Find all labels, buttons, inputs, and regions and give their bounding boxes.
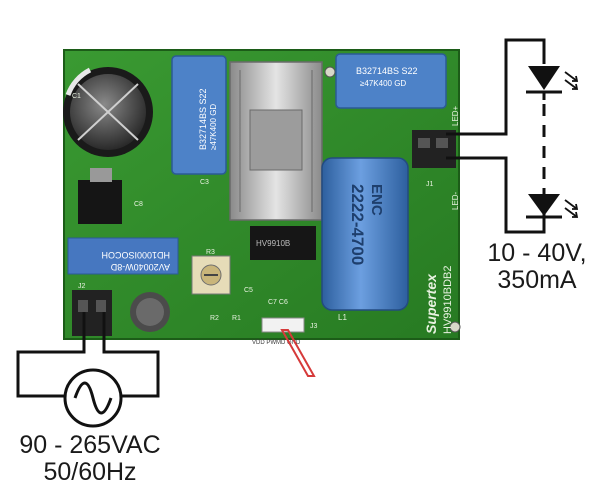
output-spec-label: 10 - 40V, 350mA	[474, 240, 600, 294]
output-wiring	[446, 38, 546, 234]
input-connector	[72, 290, 112, 336]
film-cap-label: B32714BS S22	[198, 88, 208, 150]
blue-module-label2: AV20040W-8D	[110, 262, 170, 272]
output-voltage: 10 - 40V,	[487, 239, 587, 267]
blue-module: HD1000ISOCOH AV20040W-8D	[67, 237, 179, 275]
film-cap-top-label: B32714BS S22	[356, 66, 418, 76]
film-capacitor-top: B32714BS S22 ≥47K400 GD	[335, 53, 447, 109]
bridge-rectifier	[78, 168, 122, 224]
output-connector	[412, 130, 456, 168]
pin-silk: VDD PWMD GND	[252, 340, 301, 346]
ac-source-icon	[63, 368, 123, 428]
ref-j3: J3	[310, 323, 318, 330]
round-component	[130, 292, 170, 332]
brand-text: Supertex	[423, 273, 439, 334]
inductor-l1: 2222-4700 ENC	[321, 157, 409, 311]
film-capacitor-c3: B32714BS S22 ≥47K400 GD	[171, 55, 227, 175]
ref-j1: J1	[426, 181, 434, 188]
ref-c3: C3	[200, 179, 209, 186]
input-spec-label: 90 - 265VAC 50/60Hz	[2, 432, 178, 486]
ref-l1: L1	[338, 313, 347, 322]
model-text: HV9910BDB2	[442, 266, 454, 335]
ref-j2: J2	[78, 283, 86, 290]
led-plus-pin-label: LED+	[451, 105, 460, 126]
led-icon	[526, 66, 562, 100]
input-frequency: 50/60Hz	[43, 458, 137, 486]
ref-c1: C1	[72, 93, 81, 100]
input-voltage: 90 - 265VAC	[19, 431, 161, 459]
film-cap-top-sublabel: ≥47K400 GD	[360, 79, 406, 88]
input-wiring	[16, 312, 160, 398]
ic-label: HV9910B	[256, 239, 290, 248]
ref-r3: R3	[206, 249, 215, 256]
blue-module-label: HD1000ISOCOH	[101, 250, 170, 260]
ref-r1: R1	[232, 315, 241, 322]
ref-c8: C8	[134, 201, 143, 208]
led-minus-pin-label: LED-	[451, 191, 460, 210]
jumper-wire	[280, 329, 316, 377]
inductor-label2: ENC	[368, 184, 385, 216]
inductor-label: 2222-4700	[348, 184, 367, 265]
film-cap-sublabel: ≥47K400 GD	[209, 104, 218, 150]
led-icon	[526, 188, 562, 219]
output-current: 350mA	[497, 266, 577, 294]
potentiometer-r3	[191, 255, 231, 295]
heatsink	[229, 61, 323, 221]
ref-c5: C5	[244, 287, 253, 294]
electrolytic-capacitor	[63, 67, 153, 157]
light-emission-icon	[564, 199, 579, 218]
ic-chip: HV9910B	[250, 226, 316, 260]
light-emission-icon	[564, 71, 579, 90]
ref-c7c6: C7 C6	[268, 299, 288, 306]
ref-r2: R2	[210, 315, 219, 322]
